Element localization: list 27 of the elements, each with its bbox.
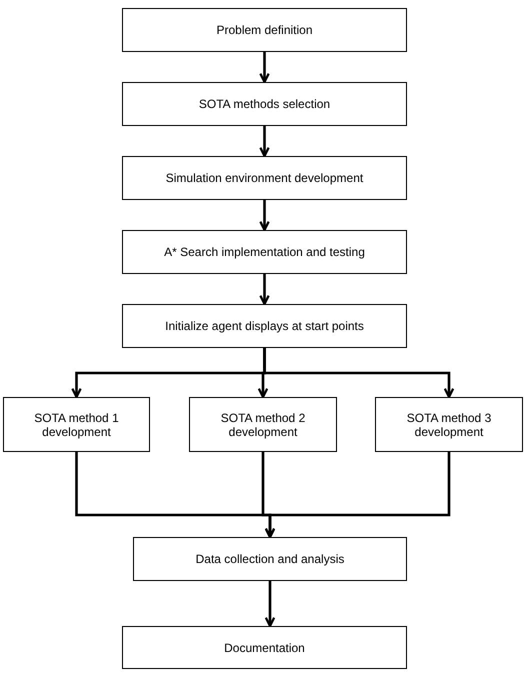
box-label: A* Search implementation and testing — [164, 245, 365, 259]
process-box — [3, 397, 150, 452]
box-label: Documentation — [224, 640, 305, 654]
box-label: SOTA method 1 development — [33, 410, 120, 438]
process-box — [122, 626, 407, 669]
arrow — [259, 274, 270, 306]
arrow — [259, 200, 270, 232]
box-label: SOTA method 3 development — [406, 410, 492, 438]
process-box — [122, 82, 407, 126]
arrow — [264, 581, 276, 628]
process-box — [122, 156, 407, 200]
box-label: SOTA methods selection — [198, 97, 330, 111]
process-box — [122, 304, 407, 348]
box-label: Initialize agent displays at start points — [165, 319, 364, 333]
box-label: Problem definition — [216, 23, 313, 37]
process-box — [375, 397, 523, 452]
box-label: SOTA method 2 development — [220, 410, 306, 438]
process-box — [133, 537, 407, 581]
box-label: Simulation environment development — [166, 171, 364, 185]
process-box — [122, 230, 407, 274]
arrow — [259, 52, 270, 84]
arrow — [264, 452, 450, 538]
box-label: Data collection and analysis — [196, 552, 344, 566]
arrow — [259, 126, 270, 158]
arrow — [263, 348, 454, 398]
process-box — [189, 397, 337, 452]
process-box — [122, 8, 407, 52]
